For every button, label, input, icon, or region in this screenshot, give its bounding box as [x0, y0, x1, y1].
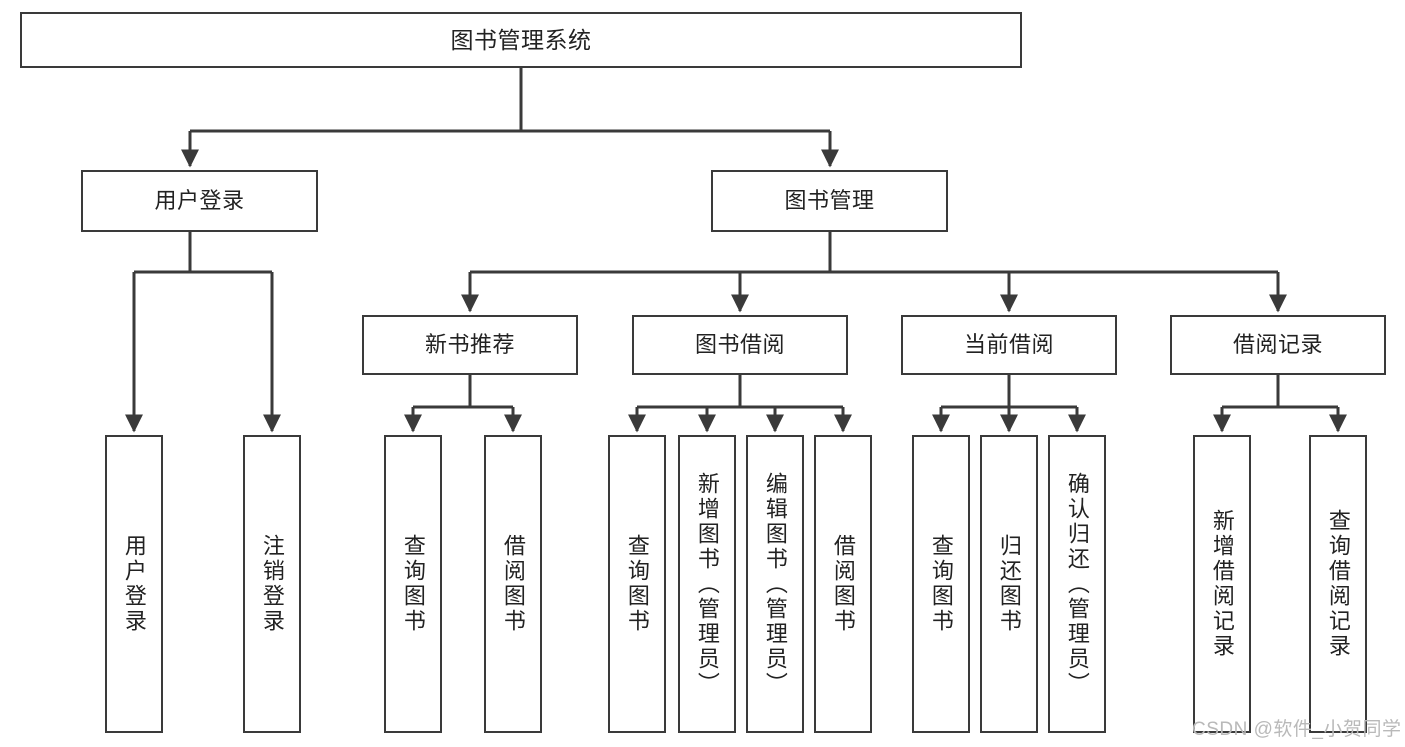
node-leaf-edit-book[interactable]: 编辑图书（管理员）: [746, 435, 804, 733]
node-leaf-add-borrow-record[interactable]: 新增借阅记录: [1193, 435, 1251, 733]
node-leaf-query-borrow-record-label: 查询借阅记录: [1325, 509, 1351, 659]
node-leaf-user-login-label: 用户登录: [121, 534, 147, 634]
node-root-label: 图书管理系统: [450, 26, 592, 53]
node-leaf-logout-login[interactable]: 注销登录: [243, 435, 301, 733]
node-leaf-borrow-book-1[interactable]: 借阅图书: [484, 435, 542, 733]
node-leaf-return-book-label: 归还图书: [996, 534, 1022, 634]
node-borrow-record[interactable]: 借阅记录: [1170, 315, 1386, 375]
node-leaf-add-book[interactable]: 新增图书（管理员）: [678, 435, 736, 733]
node-book-borrow[interactable]: 图书借阅: [632, 315, 848, 375]
node-leaf-logout-login-label: 注销登录: [259, 534, 285, 634]
node-leaf-add-book-label: 新增图书（管理员）: [694, 471, 720, 697]
node-leaf-edit-book-label: 编辑图书（管理员）: [762, 471, 788, 697]
node-leaf-query-book-2[interactable]: 查询图书: [608, 435, 666, 733]
node-leaf-query-book-1-label: 查询图书: [400, 534, 426, 634]
node-leaf-borrow-book-2[interactable]: 借阅图书: [814, 435, 872, 733]
node-leaf-query-book-2-label: 查询图书: [624, 534, 650, 634]
node-leaf-confirm-return-label: 确认归还（管理员）: [1064, 471, 1090, 697]
node-book-manage-label: 图书管理: [784, 188, 875, 214]
node-leaf-borrow-book-1-label: 借阅图书: [500, 534, 526, 634]
node-current-borrow-label: 当前借阅: [963, 332, 1054, 358]
node-user-login-label: 用户登录: [154, 188, 245, 214]
node-borrow-record-label: 借阅记录: [1232, 332, 1323, 358]
node-leaf-user-login[interactable]: 用户登录: [105, 435, 163, 733]
node-leaf-return-book[interactable]: 归还图书: [980, 435, 1038, 733]
node-new-book-recommend[interactable]: 新书推荐: [362, 315, 578, 375]
node-leaf-query-book-1[interactable]: 查询图书: [384, 435, 442, 733]
node-leaf-query-book-3[interactable]: 查询图书: [912, 435, 970, 733]
node-leaf-add-borrow-record-label: 新增借阅记录: [1209, 509, 1235, 659]
node-book-manage[interactable]: 图书管理: [711, 170, 948, 232]
node-leaf-query-book-3-label: 查询图书: [928, 534, 954, 634]
node-new-book-recommend-label: 新书推荐: [424, 332, 515, 358]
node-leaf-confirm-return[interactable]: 确认归还（管理员）: [1048, 435, 1106, 733]
node-user-login[interactable]: 用户登录: [81, 170, 318, 232]
node-book-borrow-label: 图书借阅: [694, 332, 785, 358]
node-leaf-query-borrow-record[interactable]: 查询借阅记录: [1309, 435, 1367, 733]
node-root-system[interactable]: 图书管理系统: [20, 12, 1022, 68]
node-leaf-borrow-book-2-label: 借阅图书: [830, 534, 856, 634]
node-current-borrow[interactable]: 当前借阅: [901, 315, 1117, 375]
